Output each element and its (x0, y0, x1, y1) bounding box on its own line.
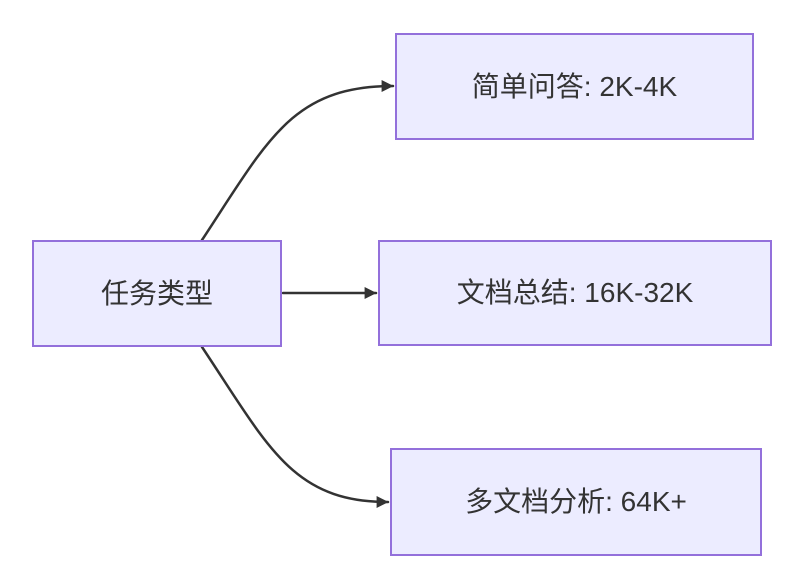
node-task-type-label: 任务类型 (100, 277, 213, 309)
node-simple-qa: 简单问答: 2K-4K (395, 33, 754, 140)
node-multi-doc-analysis-label: 多文档分析: 64K+ (465, 486, 687, 518)
node-doc-summary-label: 文档总结: 16K-32K (456, 277, 694, 309)
edge-task-type-to-multi-doc-analysis (200, 345, 390, 508)
node-doc-summary: 文档总结: 16K-32K (378, 240, 772, 346)
node-multi-doc-analysis: 多文档分析: 64K+ (390, 448, 762, 556)
node-task-type: 任务类型 (32, 240, 282, 347)
node-simple-qa-label: 简单问答: 2K-4K (471, 70, 678, 102)
edge-task-type-to-simple-qa (200, 80, 395, 242)
